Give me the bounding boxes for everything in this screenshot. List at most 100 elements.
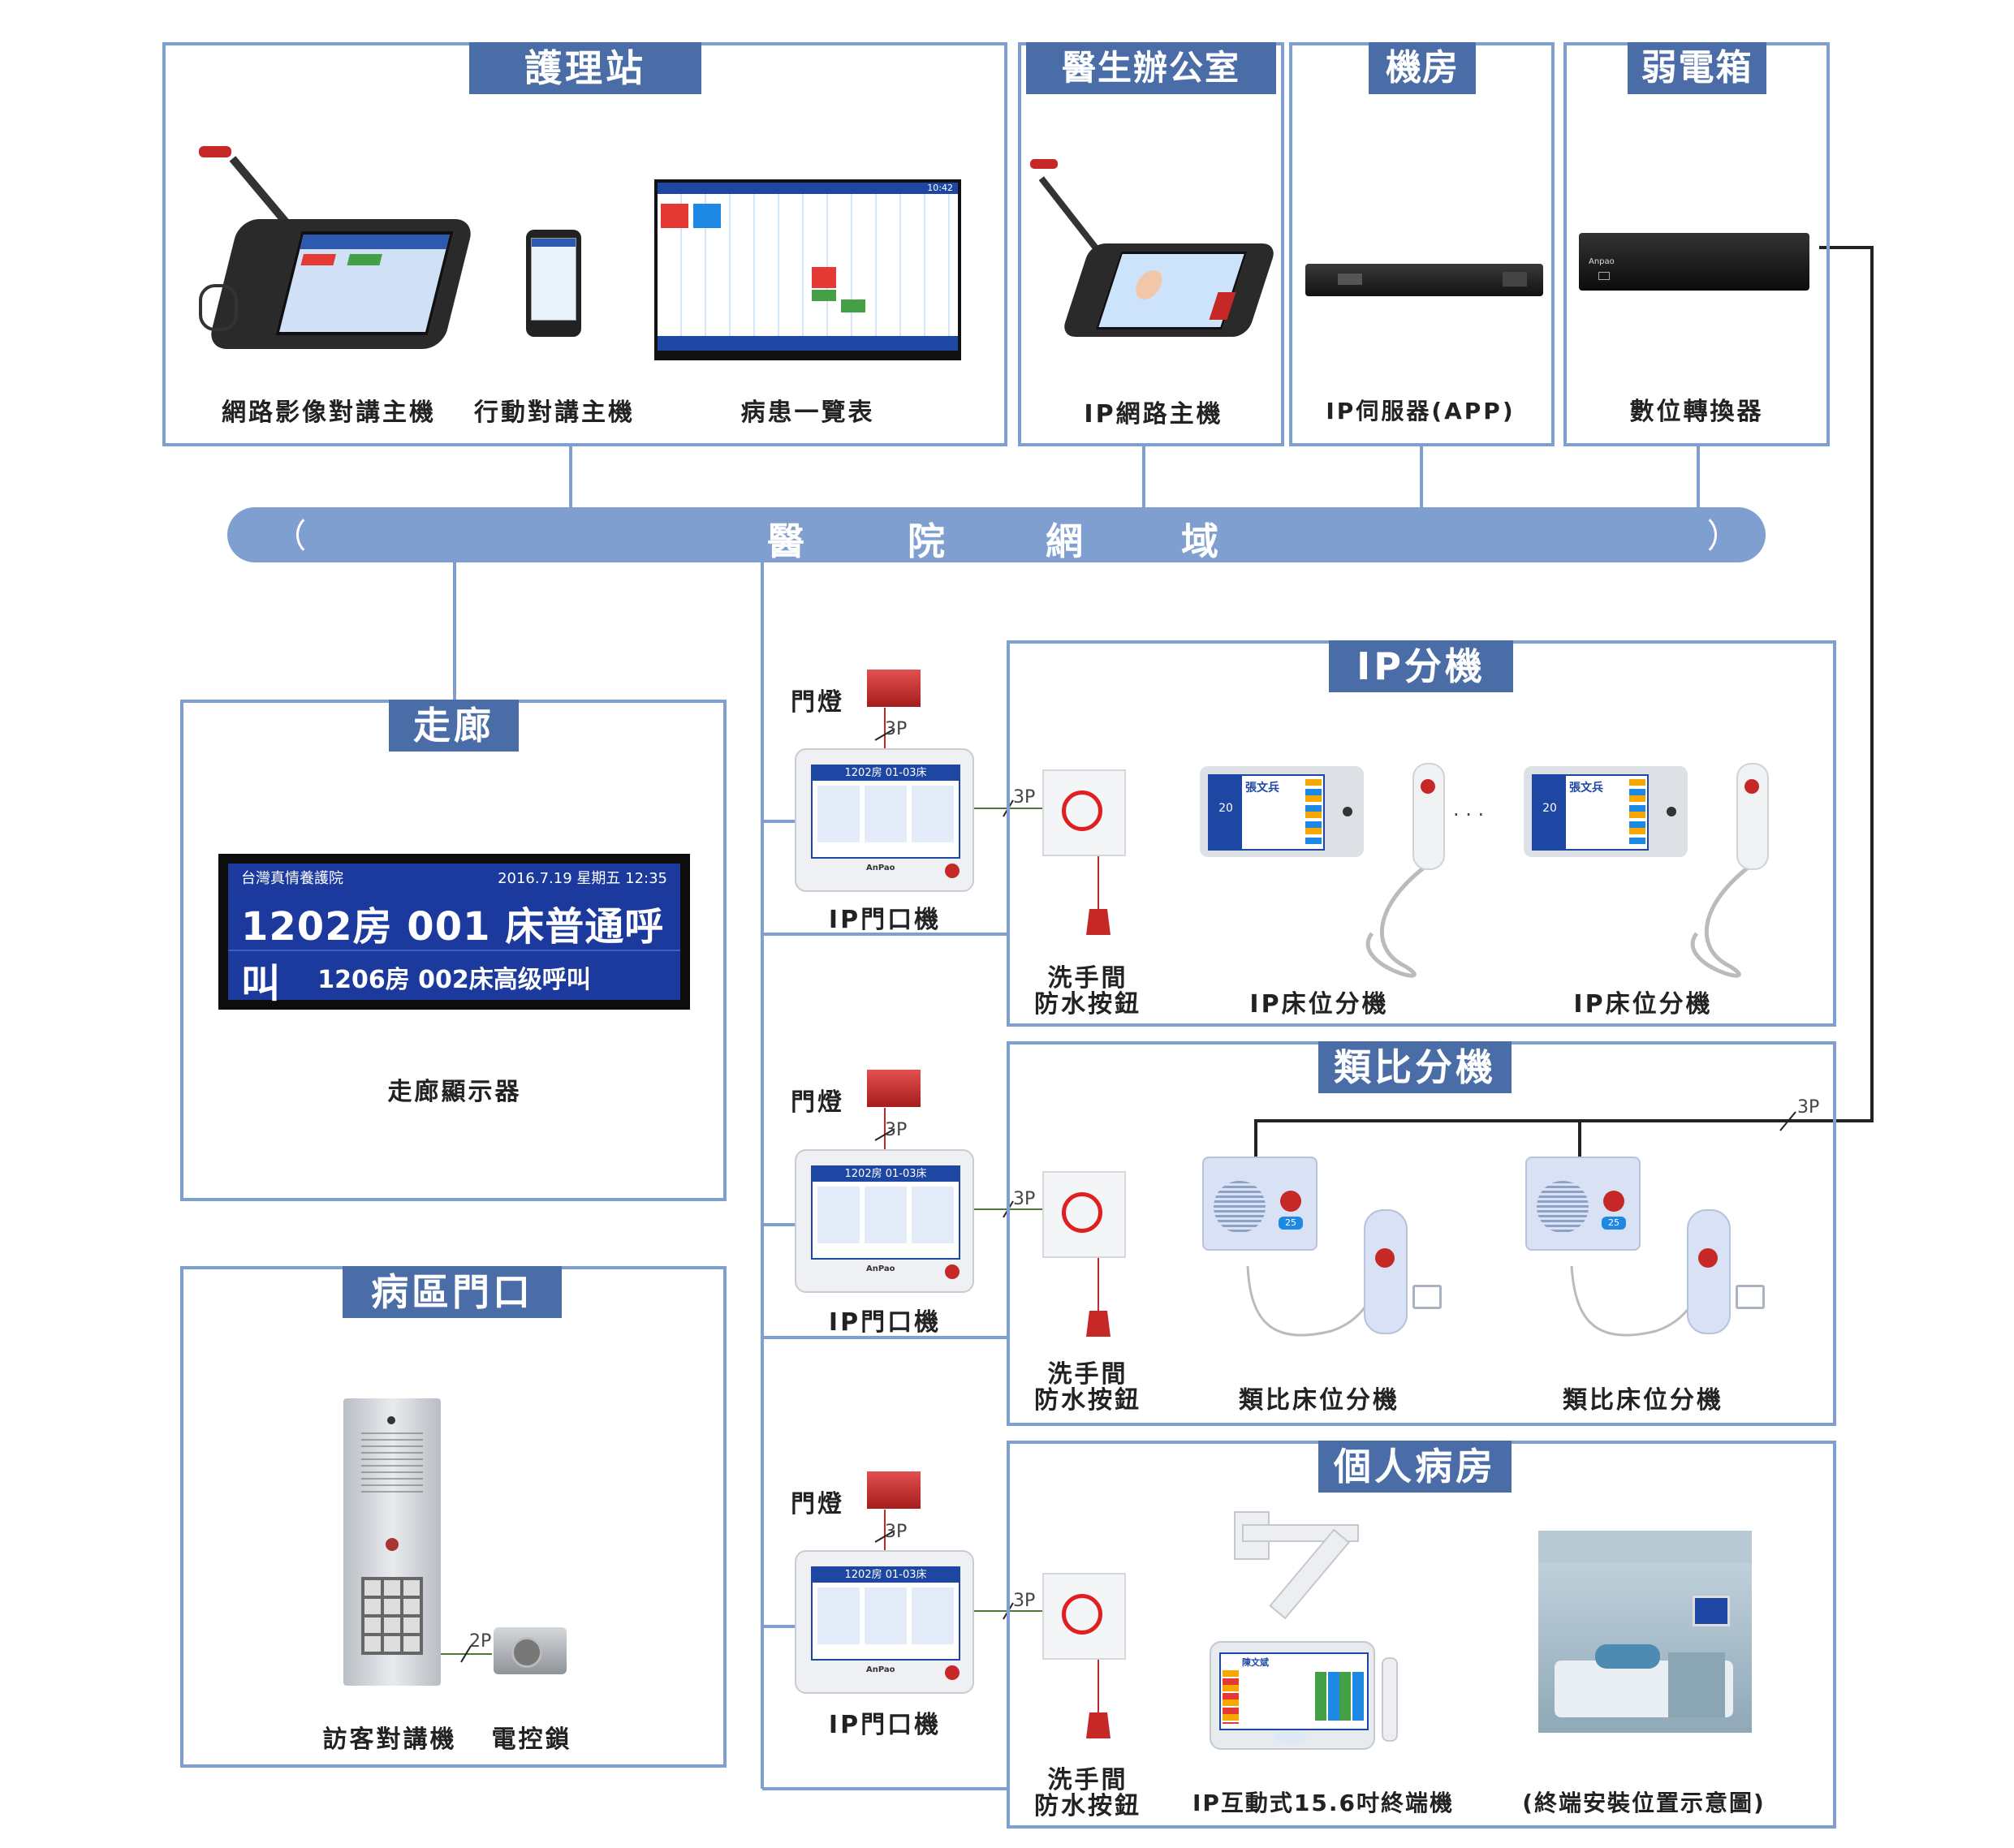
analog-bed-unit-1[interactable]: 25 (1202, 1157, 1318, 1251)
door-unit-2-brand: AnPao (866, 1264, 895, 1273)
ward-entrance-title: 病區門口 (343, 1266, 562, 1318)
ip-bed-handset-2[interactable] (1736, 763, 1769, 870)
ip-bed-unit-label-2: IP床位分機 (1573, 990, 1713, 1019)
electric-lock-label: 電控鎖 (491, 1725, 572, 1754)
door-light-2 (867, 1070, 921, 1107)
electric-lock-image[interactable] (494, 1627, 567, 1674)
door-unit-3-room: 1202房 01-03床 (813, 1568, 959, 1583)
bath-button-private-label-2: 防水按鈕 (1034, 1792, 1141, 1820)
two-p-label: 2P (469, 1631, 492, 1652)
bed-unit-2-patient: 張文兵 (1569, 782, 1603, 795)
door-light-label-3: 門燈 (791, 1490, 844, 1518)
ip-terminal-label: IP互動式15.6吋終端機 (1192, 1790, 1455, 1816)
ip-door-unit-1[interactable]: 1202房 01-03床 AnPao (795, 748, 974, 892)
patient-overview-label: 病患一覽表 (740, 398, 875, 427)
bath-button-ip-label-1: 洗手間 (1047, 964, 1128, 993)
install-example-label: (終端安裝位置示意圖) (1522, 1790, 1766, 1816)
display-hospital: 台灣真情養護院 (241, 870, 343, 887)
three-p-door-3: 3P (885, 1522, 908, 1542)
ip-door-unit-label-2: IP門口機 (828, 1308, 942, 1337)
weak-box-title: 弱電箱 (1628, 42, 1766, 94)
bath-button-analog-label-1: 洗手間 (1047, 1360, 1128, 1389)
mobile-intercom-host-image[interactable] (526, 230, 581, 337)
machine-room-panel (1289, 42, 1555, 446)
door-unit-1-room: 1202房 01-03床 (813, 766, 959, 781)
ip-door-unit-label-3: IP門口機 (828, 1711, 942, 1739)
door-light-label-2: 門燈 (791, 1088, 844, 1117)
ip-server-image[interactable] (1305, 264, 1543, 296)
three-p-door-1: 3P (885, 719, 908, 739)
analog-unit-2-number: 25 (1602, 1217, 1626, 1230)
analog-bracket-1 (1412, 1285, 1442, 1309)
ip-bed-unit-1[interactable]: 20 張文兵 (1200, 766, 1364, 857)
video-intercom-host-image[interactable] (199, 130, 475, 357)
bath-button-analog-label-2: 防水按鈕 (1034, 1386, 1141, 1415)
door-unit-3-brand: AnPao (866, 1665, 895, 1674)
three-p-private: 3P (1013, 1591, 1036, 1611)
nursing-station-title: 護理站 (469, 42, 701, 94)
bed-unit-1-bed: 20 (1210, 776, 1242, 849)
analog-handset-1[interactable] (1364, 1209, 1408, 1334)
door-unit-2-room: 1202房 01-03床 (813, 1167, 959, 1182)
analog-bed-unit-2[interactable]: 25 (1525, 1157, 1641, 1251)
bed-unit-2-bed: 20 (1533, 776, 1566, 849)
bed-unit-1-patient: 張文兵 (1245, 782, 1279, 795)
ward-entrance-panel (180, 1266, 727, 1768)
analog-extension-title: 類比分機 (1318, 1041, 1512, 1093)
bath-button-ip-label-2: 防水按鈕 (1034, 990, 1141, 1019)
analog-bed-unit-label-2: 類比床位分機 (1563, 1386, 1723, 1415)
bath-button-private[interactable] (1042, 1573, 1126, 1660)
three-p-analog: 3P (1013, 1189, 1036, 1209)
ip-bed-unit-label-1: IP床位分機 (1249, 990, 1389, 1019)
bus-char-2: 院 (908, 519, 945, 563)
ip-bed-unit-2[interactable]: 20 張文兵 (1524, 766, 1688, 857)
hospital-network-bus: 醫 院 網 域 (227, 507, 1766, 563)
door-light-1 (867, 670, 921, 707)
ip-network-host-label: IP網路主機 (1084, 400, 1223, 429)
digital-converter-label: 數位轉換器 (1629, 398, 1764, 426)
display-call-main: 1202房 001 床普通呼叫 (241, 904, 665, 1006)
three-p-door-2: 3P (885, 1120, 908, 1140)
ip-network-host-image[interactable] (1027, 154, 1278, 349)
ip-door-unit-label-1: IP門口機 (828, 906, 942, 934)
digital-converter-image[interactable]: Anpao (1579, 233, 1809, 291)
bath-button-ip[interactable] (1042, 769, 1126, 856)
mobile-intercom-host-label: 行動對講主機 (474, 398, 635, 427)
door-light-3 (867, 1471, 921, 1509)
display-datetime: 2016.7.19 星期五 12:35 (498, 870, 667, 887)
three-p-ip: 3P (1013, 787, 1036, 808)
bath-button-private-label-1: 洗手間 (1047, 1766, 1128, 1794)
three-p-converter: 3P (1797, 1097, 1820, 1118)
ip-bed-handset-1[interactable] (1412, 763, 1445, 870)
analog-unit-1-number: 25 (1279, 1217, 1303, 1230)
video-intercom-host-label: 網路影像對講主機 (222, 398, 436, 427)
bus-char-4: 域 (1181, 519, 1218, 563)
analog-handset-2[interactable] (1687, 1209, 1731, 1334)
visitor-intercom-image[interactable] (343, 1398, 441, 1686)
ip-door-unit-2[interactable]: 1202房 01-03床 AnPao (795, 1149, 974, 1293)
terminal-patient: 陳文斌 (1242, 1657, 1269, 1668)
overview-clock: 10:42 (658, 183, 958, 194)
door-unit-1-brand: AnPao (866, 864, 895, 872)
analog-bed-unit-label-1: 類比床位分機 (1239, 1386, 1399, 1415)
private-room-title: 個人病房 (1318, 1441, 1512, 1493)
analog-bracket-2 (1736, 1285, 1765, 1309)
display-call-sub: 1206房 002床高级呼叫 (317, 966, 591, 994)
ellipsis: · · · (1453, 803, 1485, 826)
install-example-photo (1538, 1531, 1752, 1733)
bus-char-1: 醫 (767, 519, 804, 563)
bus-char-3: 網 (1046, 519, 1083, 563)
corridor-title: 走廊 (389, 700, 519, 752)
ip-server-label: IP伺服器(APP) (1326, 398, 1516, 424)
door-light-label-1: 門燈 (791, 688, 844, 717)
ip-door-unit-3[interactable]: 1202房 01-03床 AnPao (795, 1550, 974, 1694)
visitor-intercom-label: 訪客對講機 (322, 1725, 457, 1754)
ip-terminal-image[interactable]: 陳文斌 (1210, 1511, 1421, 1755)
machine-room-title: 機房 (1369, 42, 1476, 94)
doctor-office-title: 醫生辦公室 (1026, 42, 1276, 94)
bath-button-analog[interactable] (1042, 1171, 1126, 1258)
corridor-display: 台灣真情養護院 2016.7.19 星期五 12:35 1202房 001 床普… (218, 854, 690, 1010)
patient-overview-screen: 10:42 (654, 179, 961, 360)
ip-extension-title: IP分機 (1329, 640, 1513, 692)
